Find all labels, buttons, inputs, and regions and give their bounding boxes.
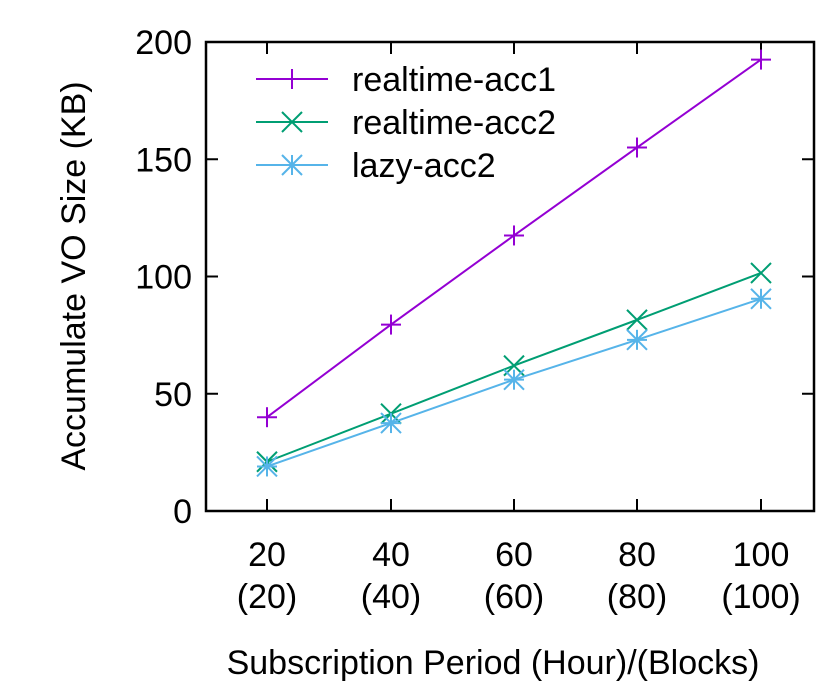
x-tick-sublabel: (60) — [484, 578, 544, 616]
y-tick-label: 50 — [154, 376, 192, 414]
legend: realtime-acc1 realtime-acc2 lazy-acc2 — [256, 61, 556, 185]
y-axis-title: Accumulate VO Size (KB) — [55, 81, 93, 470]
data-point — [257, 407, 277, 428]
x-tick-sublabel: (20) — [237, 578, 297, 616]
x-tick-label: 100 — [733, 536, 790, 574]
data-point — [503, 368, 525, 391]
series-realtime-acc1 — [257, 49, 771, 428]
data-point — [626, 309, 648, 331]
x-tick-label: 80 — [618, 536, 656, 574]
series-lazy-acc2 — [256, 288, 772, 478]
x-axis-title: Subscription Period (Hour)/(Blocks) — [227, 644, 760, 682]
y-tick-label: 150 — [135, 141, 192, 179]
legend-item-lazy-acc2: lazy-acc2 — [256, 147, 496, 185]
y-tick-label: 100 — [135, 259, 192, 297]
x-tick-sublabel: (100) — [721, 578, 800, 616]
data-point — [751, 49, 771, 70]
y-tick-label: 0 — [173, 493, 192, 531]
data-point — [381, 314, 401, 335]
data-point — [380, 412, 402, 434]
legend-label: realtime-acc2 — [352, 104, 556, 142]
legend-item-realtime-acc2: realtime-acc2 — [256, 104, 556, 142]
x-tick-label: 20 — [248, 536, 286, 574]
x-tick-label: 60 — [495, 536, 533, 574]
data-point — [627, 137, 647, 158]
legend-marker — [281, 111, 303, 133]
x-tick-sublabel: (40) — [361, 578, 421, 616]
data-point — [750, 288, 772, 310]
data-point — [750, 262, 772, 284]
data-point — [504, 225, 524, 246]
series-line — [266, 272, 762, 463]
x-tick-sublabel: (80) — [607, 578, 667, 616]
y-axis-ticks: 0 50 100 150 200 — [135, 24, 814, 531]
legend-marker — [282, 69, 302, 89]
data-point — [256, 455, 278, 478]
legend-item-realtime-acc1: realtime-acc1 — [256, 61, 556, 99]
legend-label: realtime-acc1 — [352, 61, 556, 99]
x-tick-label: 40 — [372, 536, 410, 574]
x-axis-ticks: 20 (20) 40 (40) 60 (60) 80 (80) 100 (100) — [237, 42, 801, 616]
legend-label: lazy-acc2 — [352, 147, 496, 185]
series-layer — [256, 49, 772, 478]
y-tick-label: 200 — [135, 24, 192, 62]
legend-marker — [281, 154, 303, 176]
data-point — [626, 329, 648, 351]
